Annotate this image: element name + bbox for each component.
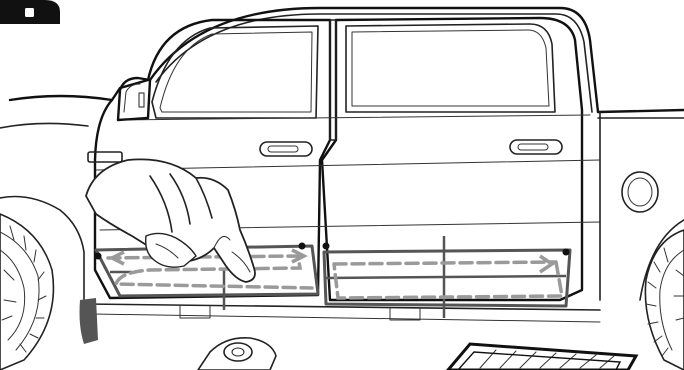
rear-door-handle [510, 140, 562, 154]
mud-flap [80, 298, 99, 344]
bed-outline [598, 110, 684, 112]
cleaning-path-front [108, 250, 312, 288]
reference-dot-icon [563, 249, 570, 256]
hood-line [10, 96, 112, 100]
reference-dot-icon [299, 243, 306, 250]
door-emblem [88, 152, 122, 162]
front-window [152, 26, 318, 118]
truck-silhouette-icon [25, 8, 34, 17]
cleaning-pad-stack [448, 344, 636, 370]
fender-line-upper [0, 123, 88, 128]
arrow-right-icon [540, 256, 552, 272]
front-door-handle [260, 142, 312, 156]
paper-towel-roll [198, 338, 276, 370]
rear-window-inner [352, 30, 549, 106]
rocker-panel-lower [92, 314, 600, 322]
reference-dot-icon [95, 253, 102, 260]
gloved-hand-with-cloth [86, 159, 255, 282]
corner-badge [0, 0, 60, 24]
front-wheel [0, 214, 53, 370]
running-board-mount-2 [390, 308, 420, 320]
rear-window [346, 24, 555, 112]
rear-wheel [645, 230, 684, 370]
fuel-door [622, 172, 658, 212]
reference-dot-icon [323, 243, 330, 250]
tape-zone-rear-door [324, 236, 570, 318]
roof-inner-line [156, 14, 592, 112]
